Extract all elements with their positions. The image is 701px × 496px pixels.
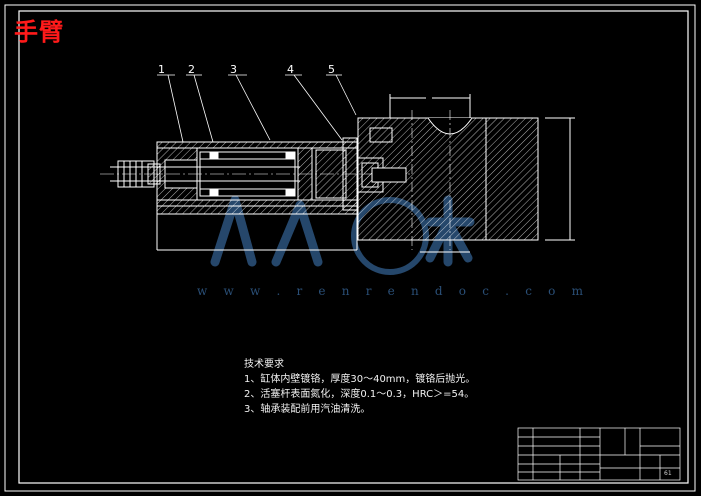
part-label-3: 3 <box>230 63 237 76</box>
tech-item-1: 1、缸体内壁镀铬，厚度30～40mm，镀铬后抛光。 <box>244 374 476 385</box>
part-leaders <box>157 74 357 143</box>
part-label-numbers: 1 2 3 4 5 <box>158 63 335 76</box>
part-label-1: 1 <box>158 63 165 76</box>
gripper-block <box>357 94 575 253</box>
outer-border <box>4 4 696 492</box>
sheet-code: 61 <box>664 470 672 477</box>
technical-requirements: 技术要求 1、缸体内壁镀铬，厚度30～40mm，镀铬后抛光。 2、活塞杆表面氮化… <box>244 357 475 417</box>
title-block <box>517 427 681 481</box>
watermark-url: w w w . r e n r e n d o c . c o m <box>197 284 590 298</box>
tech-heading: 技术要求 <box>244 359 284 370</box>
part-label-2: 2 <box>188 63 195 76</box>
part-label-5: 5 <box>328 63 335 76</box>
tech-item-2: 2、活塞杆表面氮化，深度0.1～0.3，HRC＞=54。 <box>244 389 475 400</box>
drawing-title: 手臂 <box>14 17 64 46</box>
cylinder-assembly <box>100 137 410 251</box>
tech-item-3: 3、轴承装配前用汽油清洗。 <box>244 404 371 415</box>
inner-frame <box>18 10 689 484</box>
part-label-4: 4 <box>287 63 294 76</box>
